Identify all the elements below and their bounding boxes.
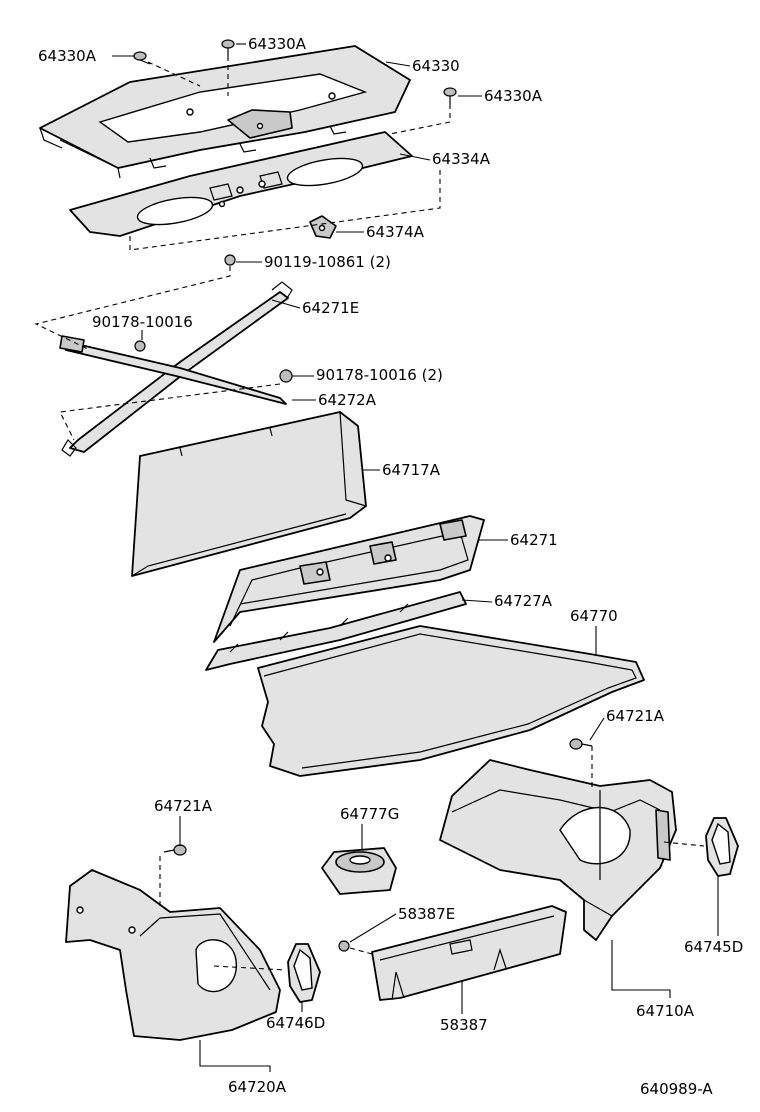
callout-label: 64330A: [484, 87, 543, 105]
cover-64745D[interactable]: [705, 817, 739, 877]
trunk-floor-mat-64770[interactable]: [257, 625, 645, 777]
callout-label: 64330A: [248, 35, 307, 53]
callout-label: 64745D: [684, 938, 743, 956]
bracket-64777G[interactable]: [321, 847, 397, 895]
package-tray-trim-64330[interactable]: [39, 45, 411, 179]
screw-64330A-left[interactable]: [133, 51, 151, 65]
callout-label: 64330A: [38, 47, 97, 65]
callout-label: 64271: [510, 531, 558, 549]
partition-panel-64717A[interactable]: [131, 411, 367, 577]
tray-silencer-pad-64334A[interactable]: [69, 131, 413, 237]
side-trim-right-64710A[interactable]: [439, 759, 677, 941]
panel-garnish-64271[interactable]: [213, 515, 485, 643]
screw-64330A-top[interactable]: [221, 39, 235, 56]
figure-code: 640989-A: [640, 1080, 713, 1098]
callout-label: 64717A: [382, 461, 441, 479]
callout-label: 64330: [412, 57, 460, 75]
clip-64721A-left[interactable]: [163, 844, 187, 856]
callout-label: 64777G: [340, 805, 399, 823]
callout-label: 64374A: [366, 223, 425, 241]
callout-label: 90178-10016: [92, 313, 193, 331]
screw-58387E[interactable]: [338, 940, 350, 952]
callout-label: 64727A: [494, 592, 553, 610]
sill-plate-64727A[interactable]: [205, 591, 467, 671]
side-trim-left-64720A[interactable]: [65, 869, 281, 1041]
cover-64746D[interactable]: [287, 943, 321, 1003]
nut-90178-10016-left[interactable]: [134, 340, 146, 352]
screw-64330A-right[interactable]: [443, 87, 457, 104]
callout-label: 64334A: [432, 150, 491, 168]
callout-label: 64272A: [318, 391, 377, 409]
brace-64272A[interactable]: [59, 335, 287, 405]
callout-label: 64720A: [228, 1078, 287, 1096]
callout-label: 64721A: [154, 797, 213, 815]
trunk-end-trim-58387[interactable]: [371, 905, 567, 1001]
bolt-90119-10861[interactable]: [224, 254, 236, 266]
callout-label: 90119-10861 (2): [264, 253, 391, 271]
callout-label: 58387E: [398, 905, 455, 923]
callout-label: 64710A: [636, 1002, 695, 1020]
leader-lines: [112, 43, 719, 1072]
callout-label: 64271E: [302, 299, 359, 317]
callout-label: 64721A: [606, 707, 665, 725]
nut-90178-10016-right[interactable]: [279, 369, 293, 383]
clip-64374A[interactable]: [309, 215, 337, 239]
callout-label: 90178-10016 (2): [316, 366, 443, 384]
clip-64721A-right[interactable]: [569, 738, 593, 750]
callout-label: 64746D: [266, 1014, 325, 1032]
callout-label: 58387: [440, 1016, 488, 1034]
callout-label: 64770: [570, 607, 618, 625]
callout-labels: 64330A 64330A 64330 64330A 64334A 64374A…: [38, 35, 743, 1098]
